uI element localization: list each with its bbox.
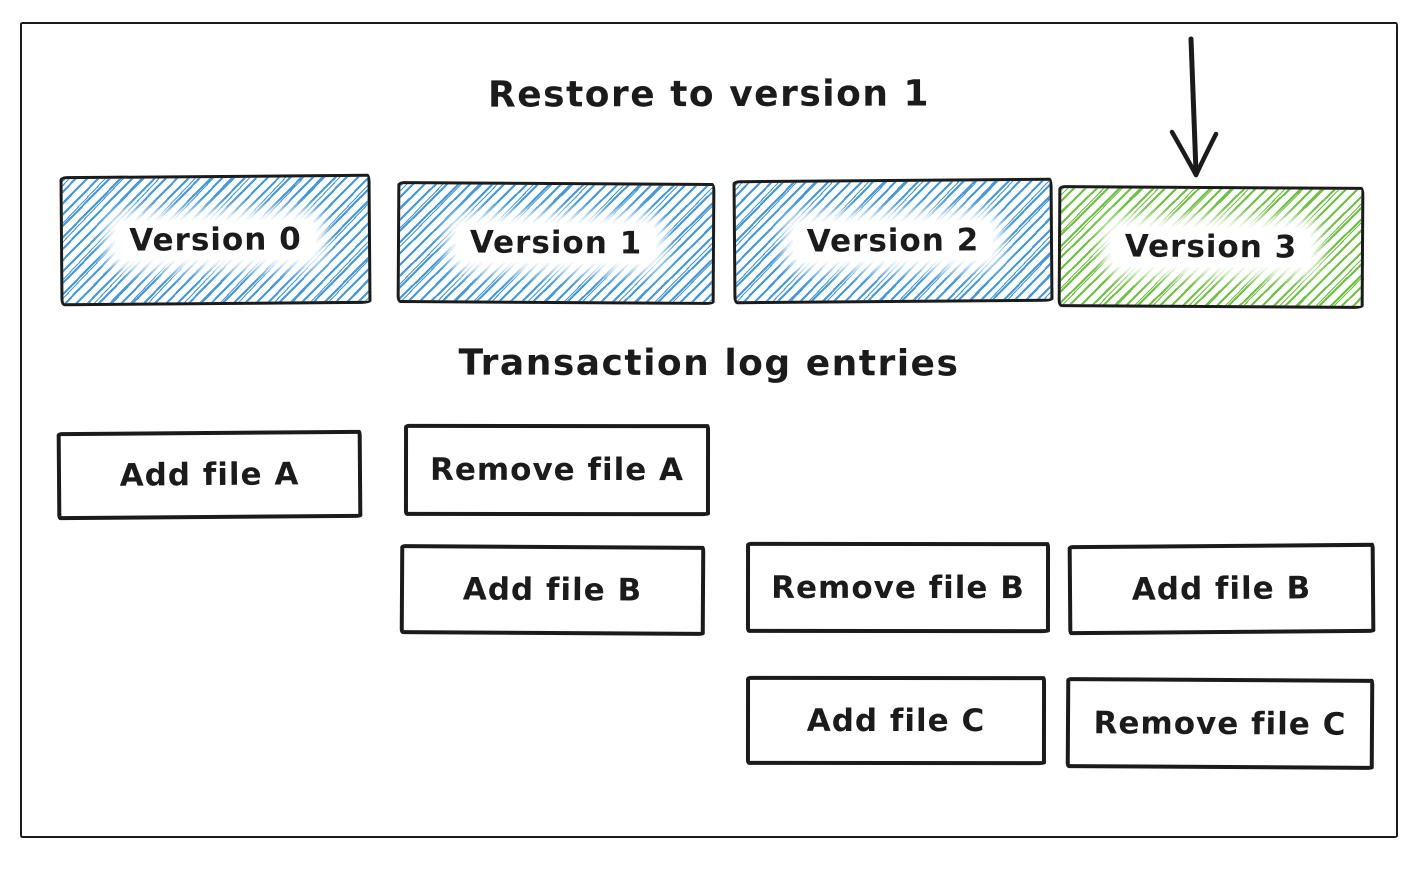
log-entry-label: Remove file B (771, 569, 1025, 606)
log-entry-label: Remove file A (429, 451, 685, 489)
log-entry-label: Add file A (119, 456, 300, 494)
log-entry-add-file-b-restored: Add file B (1067, 542, 1376, 636)
version-label: Version 1 (455, 222, 657, 264)
log-entry-remove-file-a: Remove file A (403, 423, 711, 517)
diagram-frame (20, 22, 1398, 838)
log-entry-remove-file-b: Remove file B (745, 541, 1051, 634)
version-box-2: Version 2 (732, 177, 1054, 305)
version-box-0: Version 0 (59, 173, 372, 307)
down-arrow-icon (1169, 36, 1219, 178)
log-entry-add-file-a: Add file A (56, 429, 363, 521)
diagram-subtitle: Transaction log entries (458, 342, 960, 385)
log-entry-label: Add file B (1131, 570, 1312, 608)
log-entry-add-file-c: Add file C (745, 675, 1047, 766)
version-label: Version 3 (1110, 226, 1312, 268)
log-entry-remove-file-c: Remove file C (1065, 677, 1375, 770)
version-label: Version 2 (792, 220, 994, 262)
log-entry-label: Add file C (806, 702, 986, 739)
version-box-3: Version 3 (1057, 185, 1365, 309)
log-entry-label: Remove file C (1093, 704, 1347, 743)
log-entry-label: Add file B (462, 571, 643, 609)
version-label: Version 0 (115, 219, 316, 261)
log-entry-add-file-b: Add file B (399, 544, 706, 636)
version-box-1: Version 1 (396, 181, 716, 305)
